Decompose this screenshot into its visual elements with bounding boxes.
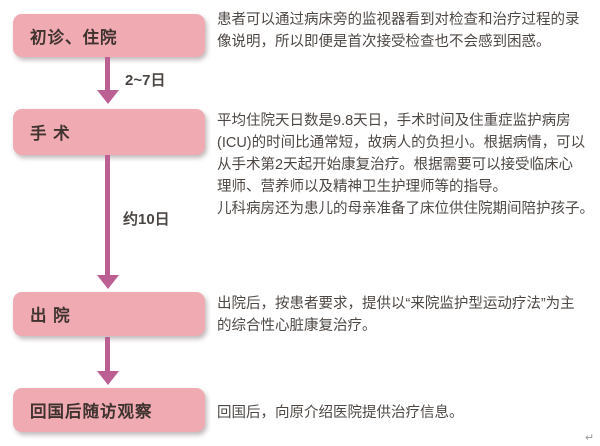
description-line: (ICU)的时间比通常短，故病人的负担小。根据病情，可以: [217, 135, 586, 151]
description-line: 儿科病房还为患儿的母亲准备了床位供住院期间陪护孩子。: [217, 201, 594, 217]
description-initial-admission: 患者可以通过病床旁的监视器看到对检查和治疗过程的录 像说明，所以即便是首次接受检…: [217, 9, 595, 53]
description-line: 出院后，按患者要求，提供以“来院监护型运动疗法”为主: [217, 296, 575, 312]
description-surgery: 平均住院天日数是9.8天日，手术时间及住重症监护病房 (ICU)的时间比通常短，…: [217, 110, 595, 220]
description-line: 从手术第2天起开始康复治疗。根据需要可以接受临床心: [217, 157, 574, 173]
step-label-followup: 回国后随访观察: [30, 403, 153, 421]
down-arrow-head-icon: [97, 90, 119, 104]
return-mark-glyph: ↵: [585, 432, 595, 444]
step-label-initial-admission: 初诊、住院: [30, 28, 118, 47]
description-followup: 回国后，向原介绍医院提供治疗信息。: [217, 402, 595, 424]
description-line: 回国后，向原介绍医院提供治疗信息。: [217, 405, 464, 421]
step-label-surgery: 手 术: [30, 125, 71, 143]
down-arrow-head-icon: [97, 371, 119, 385]
step-box-surgery: 手 术: [13, 109, 205, 155]
step-box-initial-admission: 初诊、住院: [13, 14, 205, 57]
description-line: 平均住院天日数是9.8天日，手术时间及住重症监护病房: [217, 113, 571, 129]
step-box-discharge: 出 院: [13, 292, 205, 336]
down-arrow-head-icon: [97, 275, 119, 289]
description-discharge: 出院后，按患者要求，提供以“来院监护型运动疗法”为主 的综合性心脏康复治疗。: [217, 293, 595, 337]
description-line: 的综合性心脏康复治疗。: [217, 318, 377, 334]
description-line: 患者可以通过病床旁的监视器看到对检查和治疗过程的录: [217, 12, 580, 28]
step-label-discharge: 出 院: [30, 307, 71, 325]
down-arrow-icon: [105, 155, 110, 276]
arrow-duration-label-2: 约10日: [123, 211, 170, 228]
description-line: 理师、营养师以及精神卫生护理师等的指导。: [217, 179, 507, 195]
arrow-duration-label-1: 2~7日: [125, 72, 166, 89]
description-line: 像说明，所以即便是首次接受检查也不会感到困惑。: [217, 34, 551, 50]
step-box-followup: 回国后随访观察: [13, 388, 205, 432]
down-arrow-icon: [105, 57, 110, 91]
down-arrow-icon: [105, 337, 110, 372]
